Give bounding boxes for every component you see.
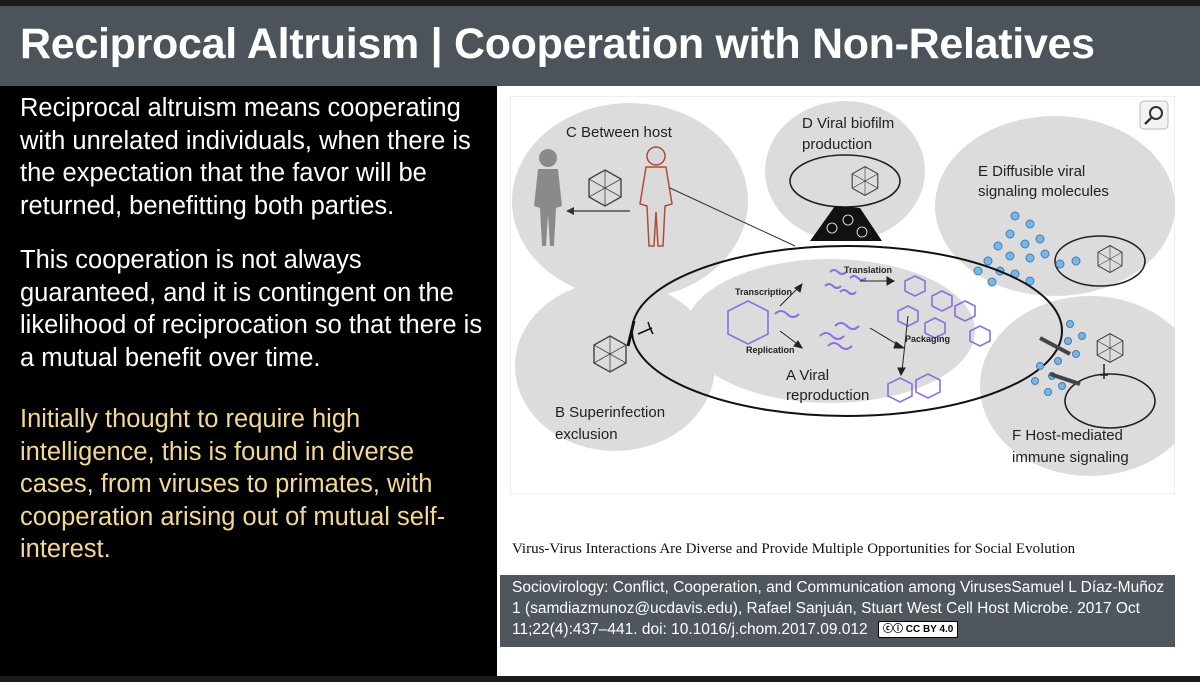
biofilm-icon bbox=[810, 206, 882, 241]
virus-interactions-figure: Transcription Translation Replication Pa… bbox=[510, 96, 1175, 494]
cc-license-label: CC BY 4.0 bbox=[905, 624, 954, 636]
panel-e-label-1: E Diffusible viral bbox=[978, 163, 1085, 180]
cc-license-badge[interactable]: ⓒⓘ CC BY 4.0 bbox=[877, 621, 959, 639]
figure-caption: Virus-Virus Interactions Are Diverse and… bbox=[512, 541, 1076, 557]
transcription-label: Transcription bbox=[735, 287, 792, 297]
panel-a-label-1: A Viral bbox=[786, 367, 829, 384]
panel-b-label-2: exclusion bbox=[555, 426, 618, 443]
slide-body-text: Reciprocal altruism means cooperating wi… bbox=[20, 92, 490, 566]
panel-d-label-1: D Viral biofilm bbox=[802, 115, 894, 132]
citation-box: Sociovirology: Conflict, Cooperation, an… bbox=[500, 575, 1175, 647]
panel-f-label-1: F Host-mediated bbox=[1012, 427, 1123, 444]
bottom-strip bbox=[0, 676, 1200, 682]
person-gray-icon bbox=[534, 149, 562, 246]
replication-label: Replication bbox=[746, 345, 795, 355]
top-strip bbox=[0, 0, 1200, 6]
paragraph-contingency: This cooperation is not always guarantee… bbox=[20, 246, 483, 372]
signaling-molecules-icon bbox=[973, 211, 1081, 287]
panel-a-label-2: reproduction bbox=[786, 387, 869, 404]
panel-f-label-2: immune signaling bbox=[1012, 449, 1129, 466]
slide-header: Reciprocal Altruism | Cooperation with N… bbox=[0, 6, 1200, 86]
panel-c-label: C Between host bbox=[566, 124, 673, 141]
panel-d-circle bbox=[765, 101, 925, 241]
panel-b-label-1: B Superinfection bbox=[555, 404, 665, 421]
person-red-icon bbox=[639, 146, 673, 247]
paragraph-highlight: Initially thought to require high intell… bbox=[20, 405, 446, 563]
magnifier-icon[interactable] bbox=[1139, 100, 1169, 130]
translation-label: Translation bbox=[844, 265, 892, 275]
panel-f-circle bbox=[980, 296, 1175, 476]
citation-text: Sociovirology: Conflict, Cooperation, an… bbox=[512, 579, 1165, 638]
panel-c-circle bbox=[512, 103, 748, 299]
panel-e-circle bbox=[935, 116, 1175, 296]
slide-title: Reciprocal Altruism | Cooperation with N… bbox=[20, 20, 1095, 68]
panel-e-label-2: signaling molecules bbox=[978, 183, 1109, 200]
paragraph-definition: Reciprocal altruism means cooperating wi… bbox=[20, 94, 471, 220]
panel-d-label-2: production bbox=[802, 136, 872, 153]
panel-b-circle bbox=[515, 281, 715, 451]
viral-capsid-a-icon bbox=[727, 300, 769, 345]
packaging-label: Packaging bbox=[905, 334, 950, 344]
